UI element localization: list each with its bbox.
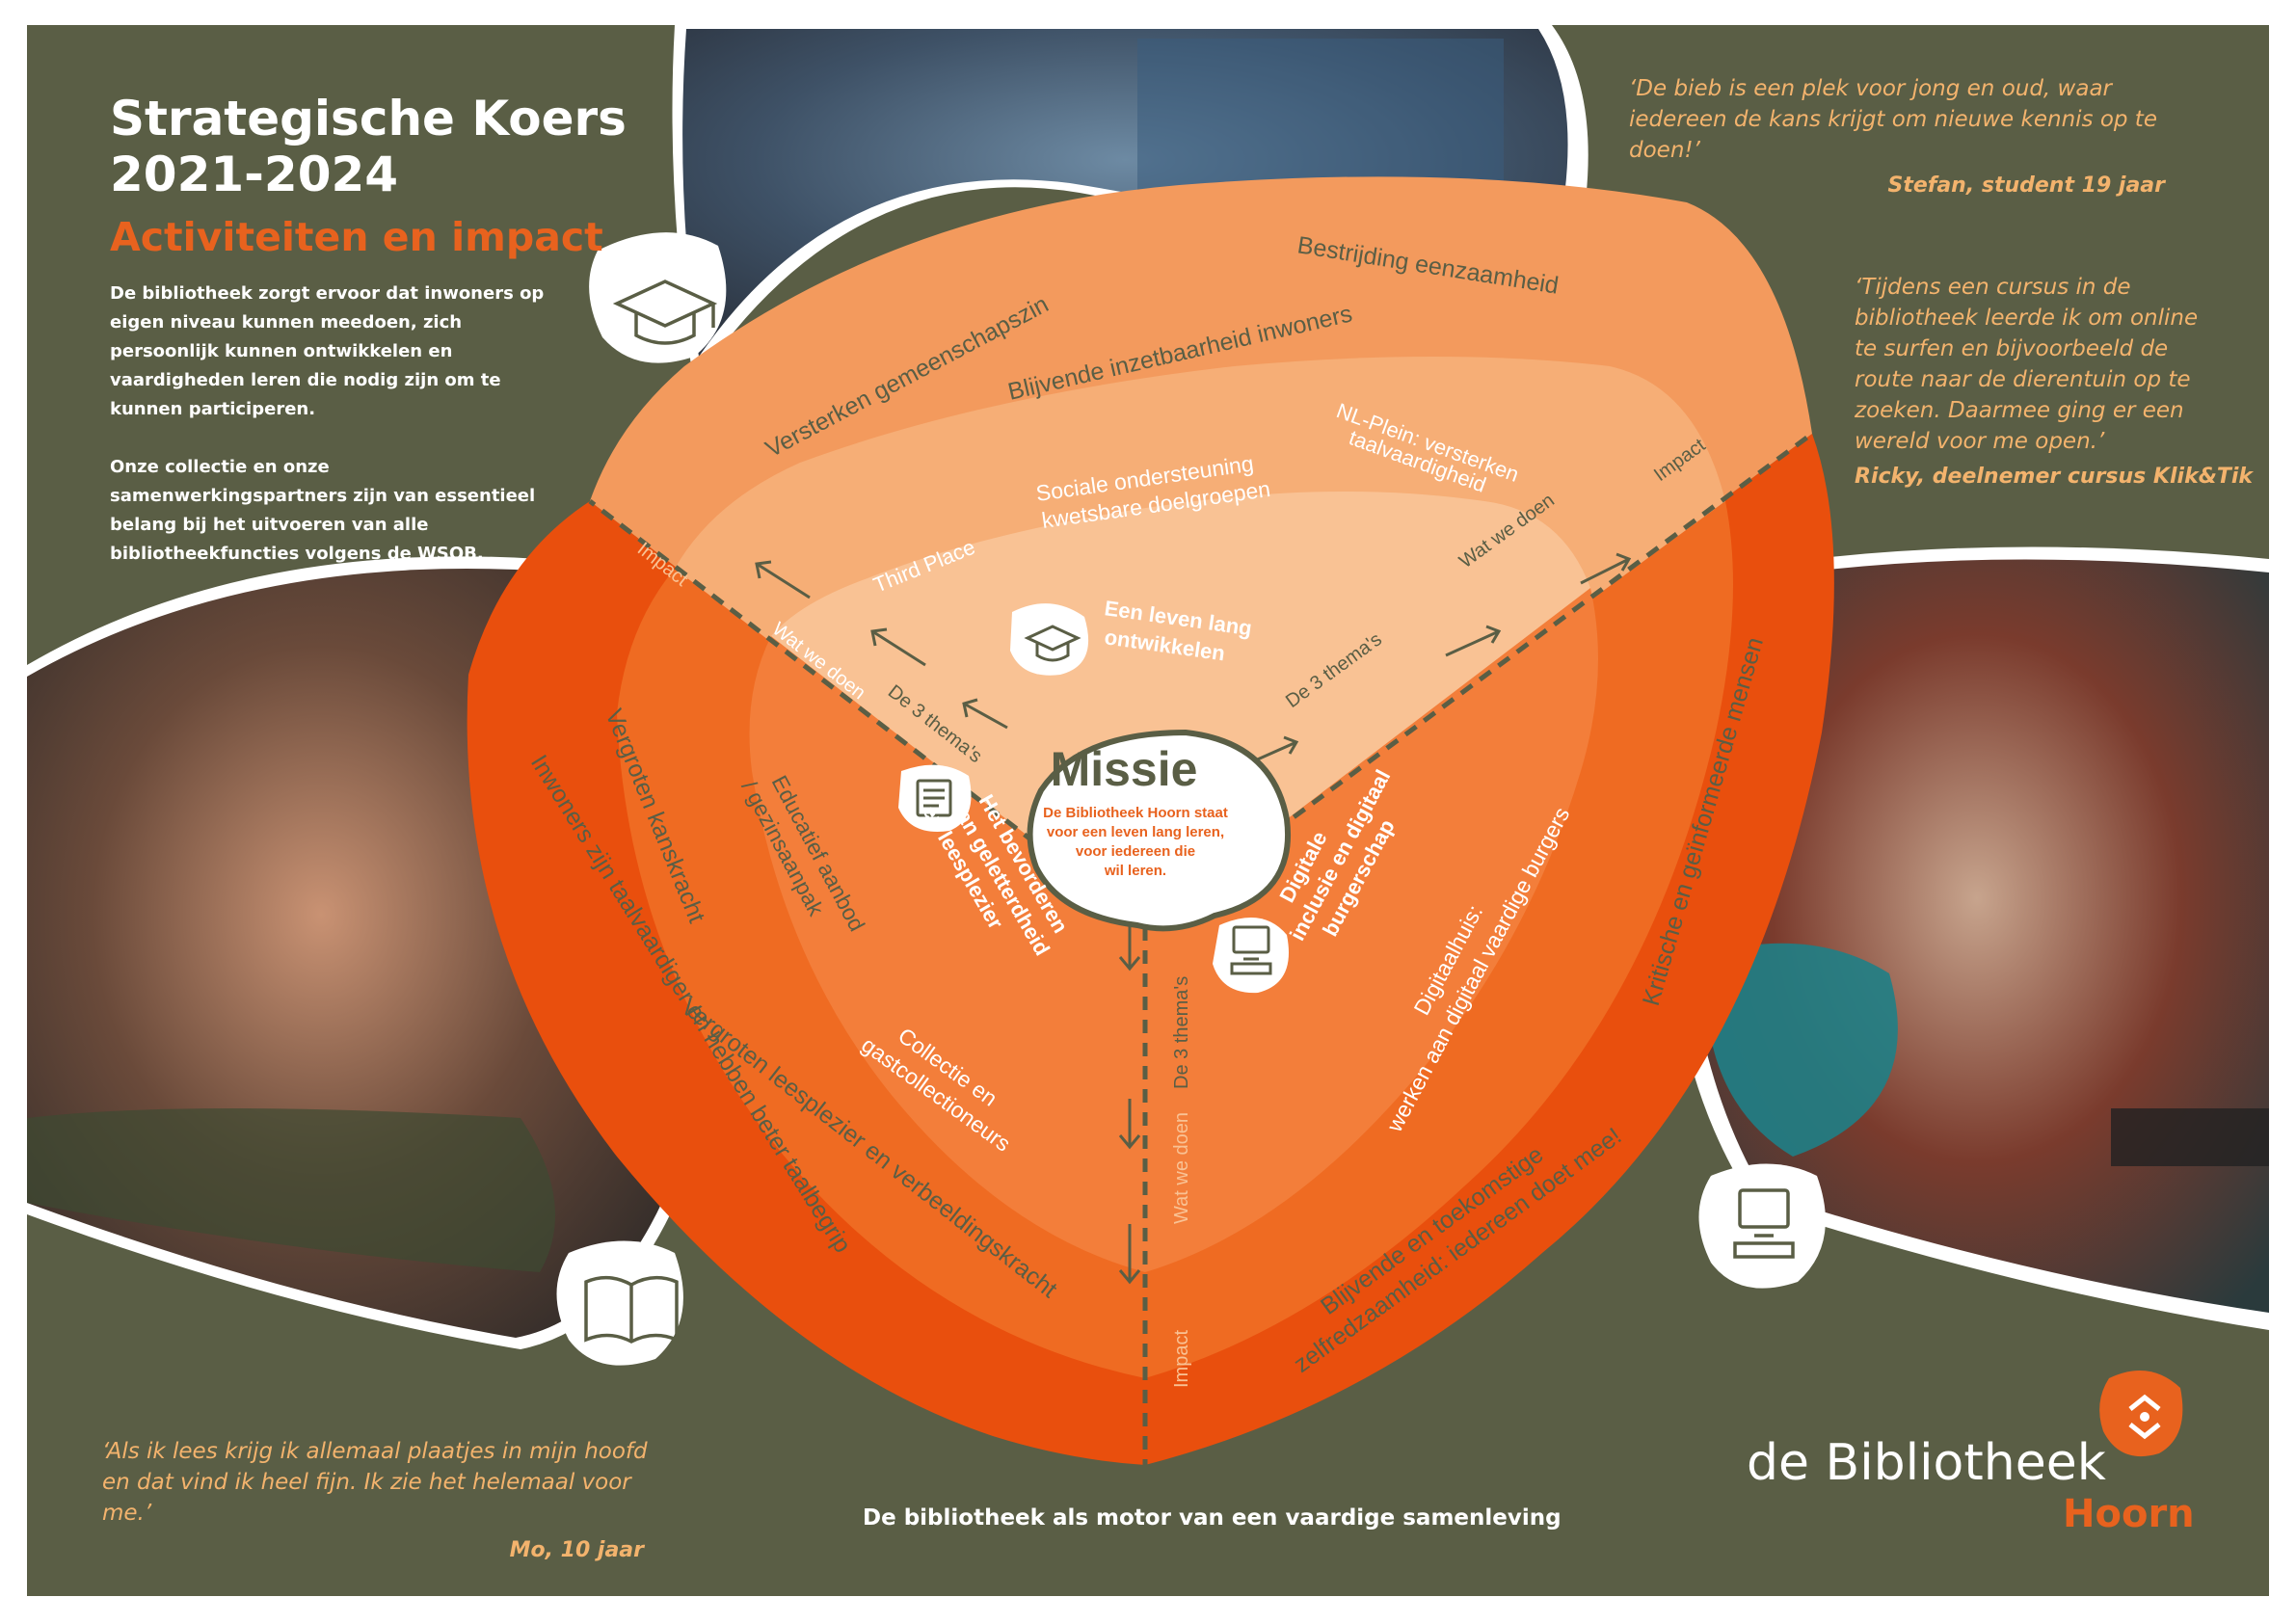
label-impact-bottom: Impact xyxy=(1171,1330,1192,1388)
computer-icon xyxy=(1230,925,1272,975)
outer-badge-book xyxy=(556,1240,683,1366)
photo-students xyxy=(672,25,1589,386)
diagram-shape xyxy=(467,176,1834,1465)
theme-digital-badge xyxy=(1213,918,1289,994)
quote-ricky: ‘Tijdens een cursus in de bibliotheek le… xyxy=(1855,272,2254,489)
direction-arrows xyxy=(755,552,1632,1285)
quote-ricky-author: Ricky, deelnemer cursus Klik&Tik xyxy=(1855,465,2254,489)
quote-mo-text: ‘Als ik lees krijg ik allemaal plaatjes … xyxy=(102,1439,648,1526)
quote-mo: ‘Als ik lees krijg ik allemaal plaatjes … xyxy=(102,1436,661,1562)
title-line-2: 2021-2024 xyxy=(110,146,399,202)
intro-paragraph-1: De bibliotheek zorgt ervoor dat inwoners… xyxy=(110,283,545,419)
quote-stefan: ‘De bieb is een plek voor jong en oud, w… xyxy=(1629,73,2188,198)
page-subtitle: Activiteiten en impact xyxy=(110,214,603,260)
intro-text: De bibliotheek zorgt ervoor dat inwoners… xyxy=(110,280,573,569)
open-book-icon xyxy=(584,1275,679,1344)
brand-location: Hoorn xyxy=(2063,1492,2195,1536)
page-title: Strategische Koers 2021-2024 xyxy=(110,91,627,202)
mission-text-1: De Bibliotheek Hoorn staat xyxy=(1043,805,1228,821)
tagline: De bibliotheek als motor van een vaardig… xyxy=(863,1505,1562,1531)
brand-name: de Bibliotheek xyxy=(1747,1434,2106,1492)
title-line-1: Strategische Koers xyxy=(110,91,627,146)
quote-mo-author: Mo, 10 jaar xyxy=(509,1538,644,1562)
theme-learning-badge xyxy=(1010,603,1089,676)
quote-stefan-text: ‘De bieb is een plek voor jong en oud, w… xyxy=(1629,76,2157,163)
mission-text-3: voor iedereen die xyxy=(1076,843,1195,860)
outer-badge-computer xyxy=(1698,1163,1826,1289)
mission-text-4: wil leren. xyxy=(1104,863,1166,879)
mission-title: Missie xyxy=(1051,742,1198,796)
computer-icon xyxy=(1733,1188,1795,1259)
label-activities-bottom: Wat we doen xyxy=(1171,1112,1192,1224)
outer-badge-cap xyxy=(589,232,727,363)
graduation-cap-icon xyxy=(612,280,718,345)
bibliotheek-logo-mark xyxy=(2099,1371,2183,1457)
mission-blob xyxy=(1027,729,1291,932)
intro-paragraph-2: Onze collectie en onze samenwerkingspart… xyxy=(110,457,536,564)
newspaper-icon xyxy=(916,779,952,817)
mission-text-2: voor een leven lang leren, xyxy=(1047,824,1224,840)
graduation-cap-icon xyxy=(1024,625,1081,662)
label-themes-bottom: De 3 thema's xyxy=(1171,976,1192,1089)
quote-stefan-author: Stefan, student 19 jaar xyxy=(1887,173,2165,198)
theme-literacy-badge xyxy=(898,764,972,832)
quote-ricky-text: ‘Tijdens een cursus in de bibliotheek le… xyxy=(1855,275,2199,454)
